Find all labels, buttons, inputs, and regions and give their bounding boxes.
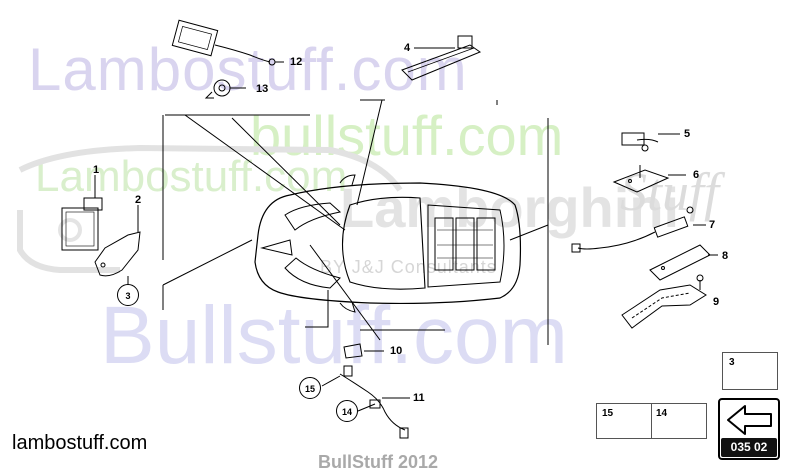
legend-connector-number: 15 bbox=[602, 408, 614, 419]
footer-copyright: BullStuff 2012 bbox=[318, 452, 439, 472]
callout-13: 13 bbox=[256, 83, 269, 95]
callout-8: 8 bbox=[722, 250, 729, 262]
callout-4: 4 bbox=[404, 42, 411, 54]
callout-11: 11 bbox=[413, 392, 425, 404]
callout-7: 7 bbox=[709, 219, 716, 231]
callout-12: 12 bbox=[290, 56, 303, 68]
callout-5: 5 bbox=[684, 128, 691, 140]
arrow-left-icon bbox=[727, 405, 772, 435]
legend-screw-number: 3 bbox=[729, 357, 735, 368]
callout-15-circle: 15 bbox=[299, 377, 321, 399]
callout-2: 2 bbox=[135, 194, 142, 206]
legend-clip-box: 14 bbox=[651, 403, 707, 439]
callout-6: 6 bbox=[693, 169, 700, 181]
page-code: 035 02 bbox=[721, 438, 777, 457]
legend-connector-box: 15 bbox=[596, 403, 652, 439]
callout-10: 10 bbox=[390, 345, 403, 357]
callout-14-circle: 14 bbox=[336, 400, 358, 422]
legend-screw-box: 3 bbox=[722, 352, 778, 390]
callout-3-circle: 3 bbox=[117, 284, 139, 306]
callout-9: 9 bbox=[713, 296, 720, 308]
footer-site-label: lambostuff.com bbox=[12, 432, 148, 454]
callout-1: 1 bbox=[93, 164, 100, 176]
legend-clip-number: 14 bbox=[656, 408, 668, 419]
